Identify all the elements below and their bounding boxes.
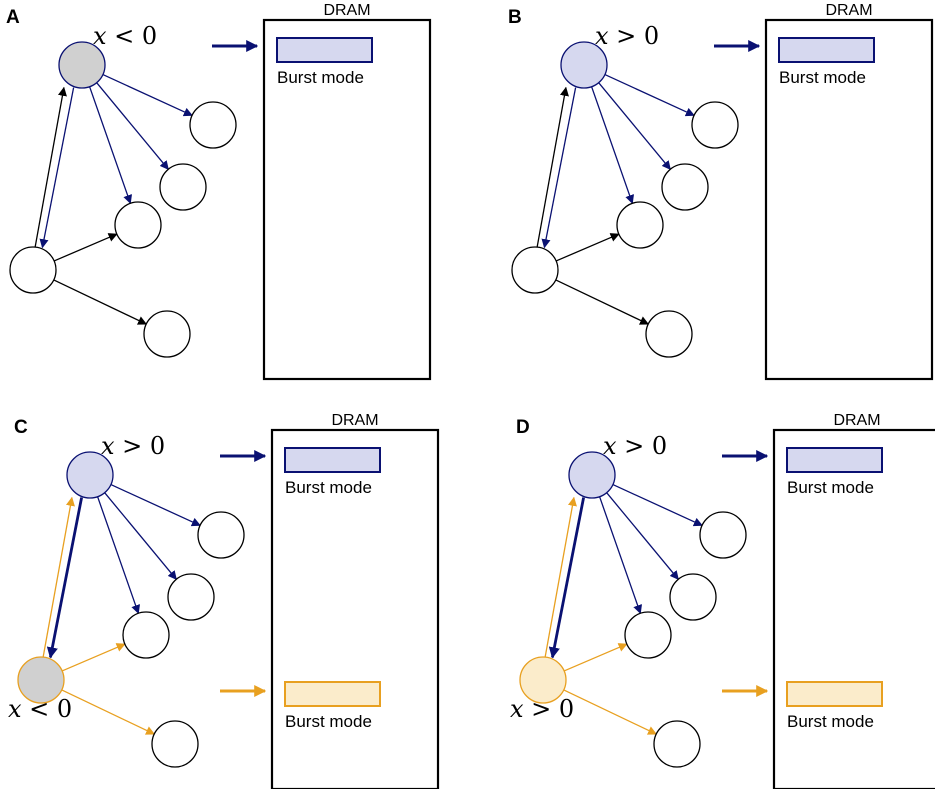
edge-top-to-bottom [541,87,577,249]
burst-mode-label: Burst mode [787,712,874,731]
neuron-top [58,41,106,89]
neuron-output-4 [143,310,191,358]
edge-top-to-out-1 [102,73,193,117]
neuron-output-1 [691,101,739,149]
neuron-bottom [9,246,57,294]
neuron-output-1 [189,101,237,149]
neuron-top [560,41,608,89]
burst-buffer-orange [786,681,883,707]
burst-buffer-navy [778,37,875,63]
top-node-condition: x > 0 [595,22,659,50]
neuron-bottom [511,246,559,294]
edge-bottom-to-out-4 [53,279,148,325]
burst-mode-label: Burst mode [277,68,364,87]
edge-bottom-to-out-4 [563,689,658,735]
top-node-condition: x > 0 [603,432,667,460]
dram-box [772,428,935,789]
panel-a: Ax < 0 DRAM Burst mode [6,2,432,381]
dram-box [764,18,934,381]
neuron-output-1 [699,511,747,559]
burst-buffer-navy [786,447,883,473]
burst-buffer-navy [276,37,373,63]
neuron-output-2 [669,573,717,621]
neuron-output-3 [624,611,672,659]
neuron-output-3 [114,201,162,249]
dram-title: DRAM [331,412,378,429]
edge-top-to-out-3 [88,86,132,205]
top-node-condition: x > 0 [101,432,165,460]
dram-title: DRAM [323,2,370,19]
burst-mode-label: Burst mode [285,712,372,731]
neuron-output-1 [197,511,245,559]
neuron-output-4 [653,720,701,768]
edge-bottom-to-out-4 [61,689,156,735]
edge-top-to-out-3 [590,86,634,205]
neuron-output-3 [616,201,664,249]
neuron-output-4 [645,310,693,358]
neuron-top [66,451,114,499]
dram-box [270,428,440,789]
edge-top-to-out-1 [604,73,695,117]
edge-bottom-to-top [544,496,577,658]
edge-bottom-to-out-3 [53,233,118,262]
neuron-output-4 [151,720,199,768]
edge-top-to-bottom [46,497,83,659]
edge-top-to-out-1 [110,483,201,527]
edge-top-to-out-1 [612,483,703,527]
edge-top-to-bottom [39,87,75,249]
bottom-node-condition: x > 0 [510,695,574,723]
edge-top-to-out-3 [598,496,642,615]
edge-top-to-out-2 [104,492,177,580]
edge-bottom-to-out-3 [555,233,620,262]
edge-bottom-to-top [536,86,569,248]
edge-bottom-to-out-3 [563,643,628,672]
panel-label: C [14,417,28,438]
top-node-condition: x < 0 [93,22,157,50]
panel-b: Bx > 0 DRAM Burst mode [508,2,934,381]
neuron-output-2 [167,573,215,621]
burst-buffer-orange [284,681,381,707]
panel-label: D [516,417,530,438]
dram-box [262,18,432,381]
edge-bottom-to-top [34,86,67,248]
neuron-output-2 [661,163,709,211]
burst-mode-label: Burst mode [285,478,372,497]
panel-label: B [508,7,522,28]
edge-top-to-out-2 [598,82,671,170]
edge-bottom-to-top [42,496,75,658]
edge-top-to-out-2 [606,492,679,580]
edge-top-to-out-2 [96,82,169,170]
edge-bottom-to-out-3 [61,643,126,672]
dram-title: DRAM [833,412,880,429]
burst-mode-label: Burst mode [787,478,874,497]
edge-top-to-bottom [548,497,585,659]
edge-top-to-out-3 [96,496,140,615]
neuron-bottom [17,656,65,704]
burst-mode-label: Burst mode [779,68,866,87]
bottom-node-condition: x < 0 [8,695,72,723]
edge-bottom-to-out-4 [555,279,650,325]
neuron-bottom [519,656,567,704]
burst-buffer-navy [284,447,381,473]
panel-label: A [6,7,20,28]
neuron-top [568,451,616,499]
neuron-output-2 [159,163,207,211]
dram-title: DRAM [825,2,872,19]
neuron-output-3 [122,611,170,659]
